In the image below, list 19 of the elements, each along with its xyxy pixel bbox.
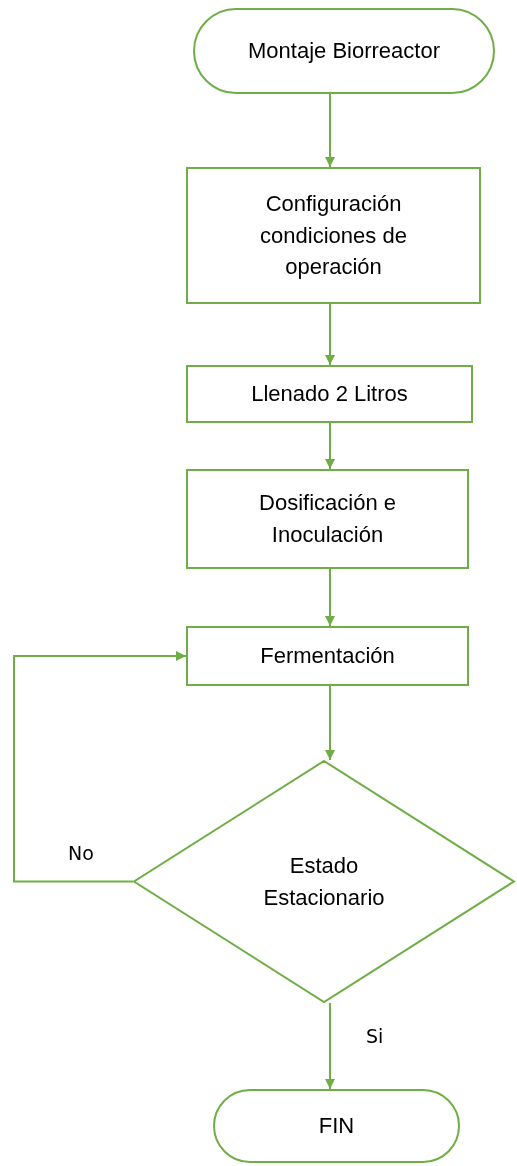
arrow — [13, 651, 187, 883]
node-label: Estado Estacionario — [262, 851, 386, 912]
arrow — [325, 568, 335, 627]
node-label: Montaje Biorreactor — [248, 37, 440, 66]
node-label: Fermentación — [260, 642, 395, 671]
node-label: Dosificación e Inoculación — [258, 489, 397, 549]
decision-diamond — [133, 760, 515, 1003]
arrow — [325, 422, 335, 470]
arrow — [325, 685, 335, 761]
arrow — [325, 1002, 335, 1090]
arrow — [325, 93, 335, 168]
process-box — [186, 469, 469, 569]
process-box — [186, 167, 481, 304]
arrow — [325, 303, 335, 366]
node-label: Configuración condiciones de operación — [259, 189, 408, 282]
node-label: Llenado 2 Litros — [251, 380, 408, 409]
process-box — [186, 365, 473, 423]
process-box — [186, 626, 469, 686]
node-label: FIN — [318, 1112, 355, 1141]
